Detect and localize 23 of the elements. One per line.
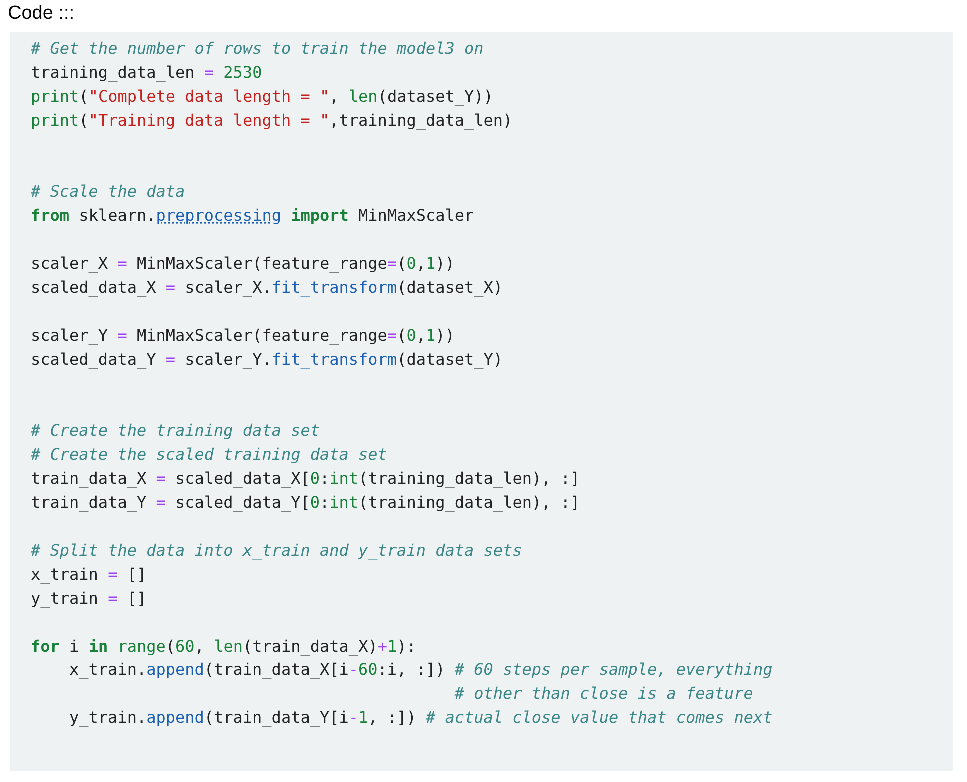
code-block — [10, 32, 953, 771]
code-line: # other than close is a feature — [454, 683, 754, 706]
code-line: train_data_Y = scaled_data_Y[0:int(training_data_len), :] — [31, 492, 580, 514]
code-line: training_data_len = 2530 — [31, 62, 262, 84]
code-line: print("Complete data length = ", len(dataset_Y)) — [31, 86, 494, 108]
code-line: # Get the number of rows to train the model3 on — [31, 38, 484, 60]
code-line: for i in range(60, len(train_data_X)+1): — [31, 636, 416, 658]
code-line: scaled_data_Y = scaler_Y.fit_transform(dataset_Y) — [31, 348, 504, 371]
code-line: # Create the training data set — [31, 420, 320, 442]
code-line: print("Training data length = ",training_data_len) — [31, 110, 513, 132]
code-line: scaler_X = MinMaxScaler(feature_range=(0,1)) — [31, 253, 455, 276]
code-line: x_train = [] — [31, 564, 147, 586]
heading: Code ::: — [8, 3, 75, 25]
code-line: y_train = [] — [31, 588, 147, 610]
code-line: # Split the data into x_train and y_train data sets — [31, 540, 522, 562]
code-line: y_train.append(train_data_Y[i-1, :]) # actual close value that comes next — [70, 707, 773, 730]
code-line: train_data_X = scaled_data_X[0:int(training_data_len), :] — [31, 468, 580, 490]
code-line: # Scale the data — [31, 181, 186, 204]
code-line: # Create the scaled training data set — [31, 444, 388, 466]
code-line: scaler_Y = MinMaxScaler(feature_range=(0,1)) — [31, 324, 455, 347]
code-line: scaled_data_X = scaler_X.fit_transform(dataset_X) — [31, 277, 504, 299]
code-line: x_train.append(train_data_X[i-60:i, :]) # 60 steps per sample, everything — [70, 659, 773, 682]
code-line: from sklearn.preprocessing import MinMaxScaler — [31, 205, 474, 228]
